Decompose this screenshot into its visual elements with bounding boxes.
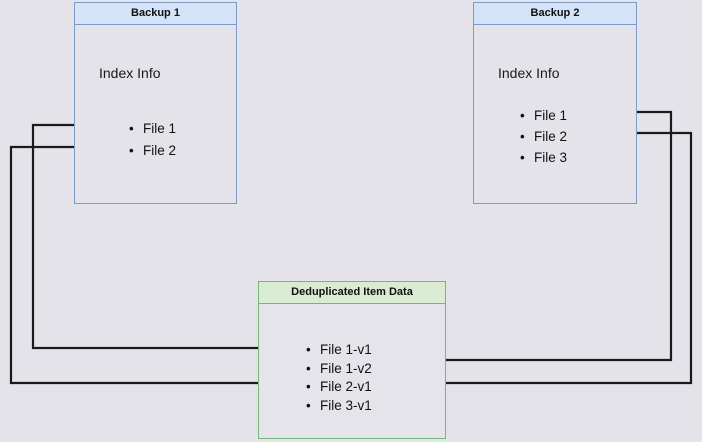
dedup-file-list: File 1-v1 File 1-v2 File 2-v1 File 3-v1 (304, 341, 372, 415)
list-item[interactable]: File 2-v1 (304, 378, 372, 397)
list-item[interactable]: File 3-v1 (304, 397, 372, 416)
backup2-header: Backup 2 (474, 3, 636, 25)
list-item[interactable]: File 1-v2 (304, 360, 372, 379)
backup2-file-list: File 1 File 2 File 3 (518, 105, 567, 168)
backup2-box[interactable]: Backup 2 Index Info File 1 File 2 File 3 (473, 2, 637, 204)
list-item[interactable]: File 3 (518, 147, 567, 168)
backup1-box[interactable]: Backup 1 Index Info File 1 File 2 (74, 2, 237, 204)
backup2-index-info-label: Index Info (498, 65, 560, 81)
list-item[interactable]: File 1-v1 (304, 341, 372, 360)
backup1-file-list: File 1 File 2 (127, 118, 176, 162)
list-item[interactable]: File 1 (518, 105, 567, 126)
backup1-index-info-label: Index Info (99, 65, 161, 81)
backup1-header: Backup 1 (75, 3, 236, 25)
backup1-body: Index Info File 1 File 2 (75, 25, 236, 203)
dedup-box[interactable]: Deduplicated Item Data File 1-v1 File 1-… (258, 281, 446, 439)
backup2-body: Index Info File 1 File 2 File 3 (474, 25, 636, 203)
dedup-header: Deduplicated Item Data (259, 282, 445, 304)
dedup-body: File 1-v1 File 1-v2 File 2-v1 File 3-v1 (259, 304, 445, 438)
list-item[interactable]: File 1 (127, 118, 176, 140)
list-item[interactable]: File 2 (518, 126, 567, 147)
list-item[interactable]: File 2 (127, 140, 176, 162)
